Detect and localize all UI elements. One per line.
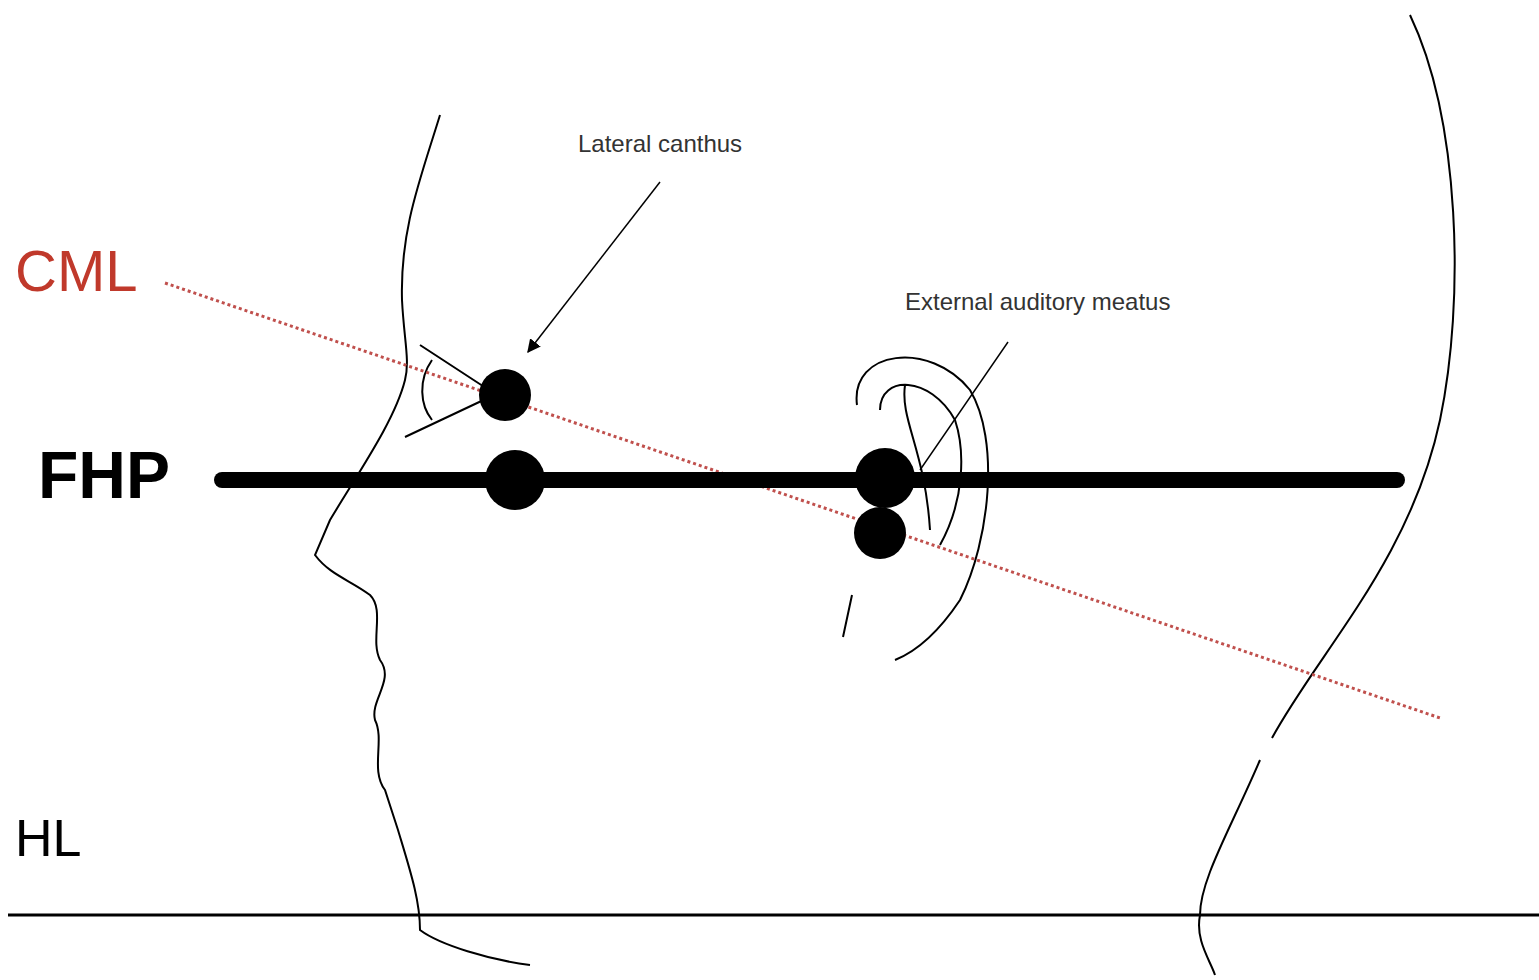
- leader-line: [528, 182, 660, 352]
- line-name: CML: [15, 242, 137, 300]
- lateral-canthus-dot: [479, 369, 531, 421]
- back-of-head: [1199, 15, 1455, 975]
- fhp-line: [222, 472, 1397, 488]
- cml-line: [165, 283, 1440, 718]
- meatus-dot: [854, 507, 906, 559]
- horizontal-line: [8, 914, 1539, 917]
- leader-line: [920, 342, 1008, 470]
- landmark-label: External auditory meatus: [905, 290, 1170, 314]
- porion-dot: [855, 448, 915, 508]
- landmark-label: Lateral canthus: [578, 132, 742, 156]
- orbitale-dot: [485, 450, 545, 510]
- line-name: HL: [15, 812, 81, 864]
- line-name: FHP: [38, 442, 170, 508]
- face-profile: [315, 115, 530, 965]
